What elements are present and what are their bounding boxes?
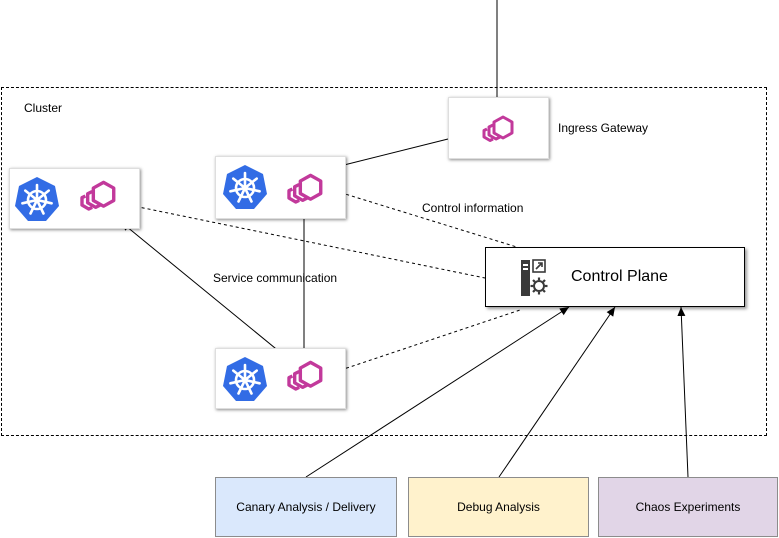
envoy-icon <box>80 180 116 211</box>
control-plane-node[interactable]: Control Plane <box>485 247 745 307</box>
ingress-gateway-label: Ingress Gateway <box>558 121 649 135</box>
control-plane-title: Control Plane <box>571 268 668 285</box>
debug-analysis-label: Debug Analysis <box>457 500 540 514</box>
envoy-icon <box>287 360 323 391</box>
service-node-1[interactable] <box>215 156 346 219</box>
chaos-to-control-arrow <box>677 306 689 478</box>
debug-to-control-arrow <box>498 306 616 478</box>
canary-analysis-box[interactable]: Canary Analysis / Delivery <box>215 477 397 537</box>
canary-to-control-arrow <box>305 306 570 478</box>
kubernetes-icon <box>15 177 59 221</box>
control-plane-icon <box>521 259 548 296</box>
chaos-experiments-label: Chaos Experiments <box>635 500 741 514</box>
ingress-gateway-node[interactable] <box>448 97 549 159</box>
control-link-service1 <box>328 188 521 249</box>
service-node-3[interactable] <box>215 348 346 409</box>
service3-to-service2-arrow <box>120 221 287 358</box>
debug-analysis-box[interactable]: Debug Analysis <box>408 477 589 537</box>
control-link-service2 <box>123 203 486 279</box>
canary-analysis-label: Canary Analysis / Delivery <box>236 500 376 514</box>
chaos-experiments-box[interactable]: Chaos Experiments <box>598 477 778 537</box>
envoy-icon <box>482 115 514 142</box>
kubernetes-icon <box>223 357 267 401</box>
cluster-label: Cluster <box>24 101 63 115</box>
envoy-icon <box>287 173 323 204</box>
kubernetes-icon <box>223 165 267 209</box>
control-information-label: Control information <box>422 201 524 215</box>
cluster-boundary <box>1 87 767 436</box>
control-link-service3 <box>328 309 521 375</box>
service-communication-label: Service communication <box>213 271 338 285</box>
service-node-2[interactable] <box>9 168 140 229</box>
